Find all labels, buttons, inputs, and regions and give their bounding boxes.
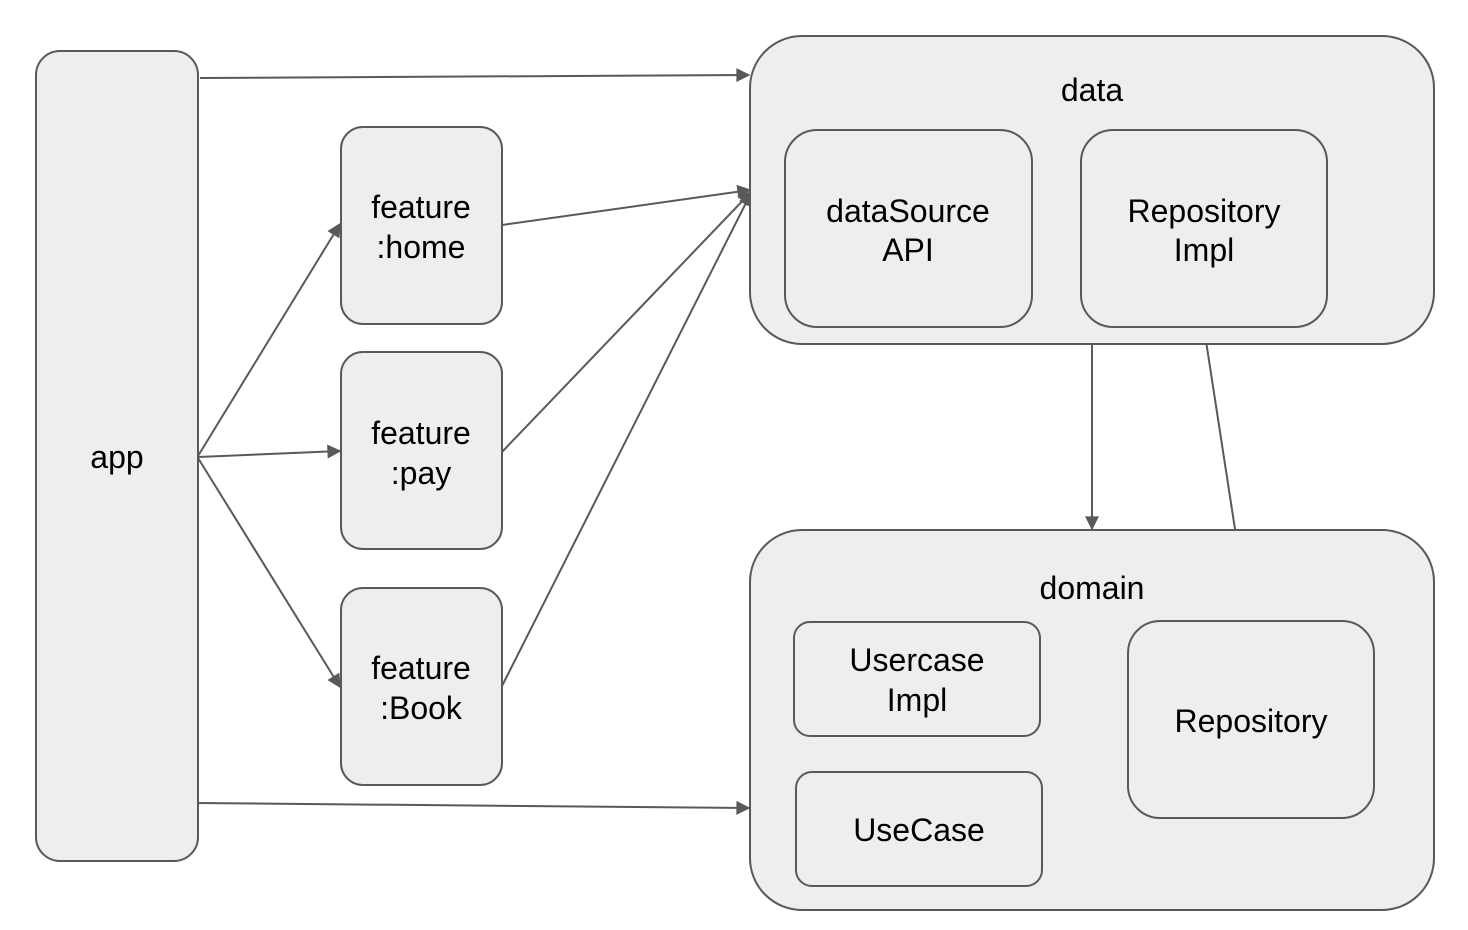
edge-app-to-data — [199, 68, 751, 83]
usecase-impl-box — [793, 621, 1041, 737]
edge-feature-home-to-data — [501, 184, 752, 226]
feature-pay-box — [340, 351, 503, 550]
node-app: app — [35, 50, 199, 862]
node-usecase: UseCase — [795, 771, 1043, 887]
edge-feature-pay-to-data — [501, 190, 752, 453]
feature-pay-label-line2: :pay — [391, 455, 451, 491]
domain-container-label: domain — [1040, 570, 1145, 606]
data-container-label: data — [1061, 72, 1123, 108]
feature-home-box — [340, 126, 503, 325]
repository-label: Repository — [1175, 703, 1328, 739]
feature-pay-label-line1: feature — [371, 415, 471, 451]
usecase-impl-label-line1: Usercase — [849, 642, 984, 678]
edge-app-to-feature-pay — [197, 444, 342, 459]
node-feature-pay: feature :pay — [340, 351, 503, 550]
usecase-label: UseCase — [853, 812, 985, 848]
feature-book-label-line1: feature — [371, 650, 471, 686]
usecase-box — [795, 771, 1043, 887]
edge-app-to-feature-book — [197, 457, 341, 689]
feature-book-box — [340, 587, 503, 786]
feature-book-label-line2: :Book — [380, 690, 463, 726]
datasource-api-label-line1: dataSource — [826, 193, 990, 229]
node-usecase-impl: Usercase Impl — [793, 621, 1041, 737]
datasource-api-box — [784, 129, 1033, 328]
node-repository: Repository — [1127, 620, 1375, 819]
feature-home-label-line1: feature — [371, 189, 471, 225]
edge-app-to-domain — [194, 800, 751, 815]
node-repository-impl: Repository Impl — [1080, 129, 1328, 328]
node-feature-book: feature :Book — [340, 587, 503, 786]
edge-feature-book-to-data — [501, 191, 752, 687]
repository-box — [1127, 620, 1375, 819]
app-label: app — [90, 439, 143, 475]
repository-impl-label-line2: Impl — [1174, 232, 1234, 268]
edge-app-to-feature-home — [197, 222, 341, 457]
app-box — [35, 50, 199, 862]
datasource-api-label-line2: API — [882, 232, 934, 268]
node-feature-home: feature :home — [340, 126, 503, 325]
repository-impl-box — [1080, 129, 1328, 328]
repository-impl-label-line1: Repository — [1128, 193, 1281, 229]
usecase-impl-label-line2: Impl — [887, 682, 947, 718]
feature-home-label-line2: :home — [377, 229, 466, 265]
node-datasource-api: dataSource API — [784, 129, 1033, 328]
